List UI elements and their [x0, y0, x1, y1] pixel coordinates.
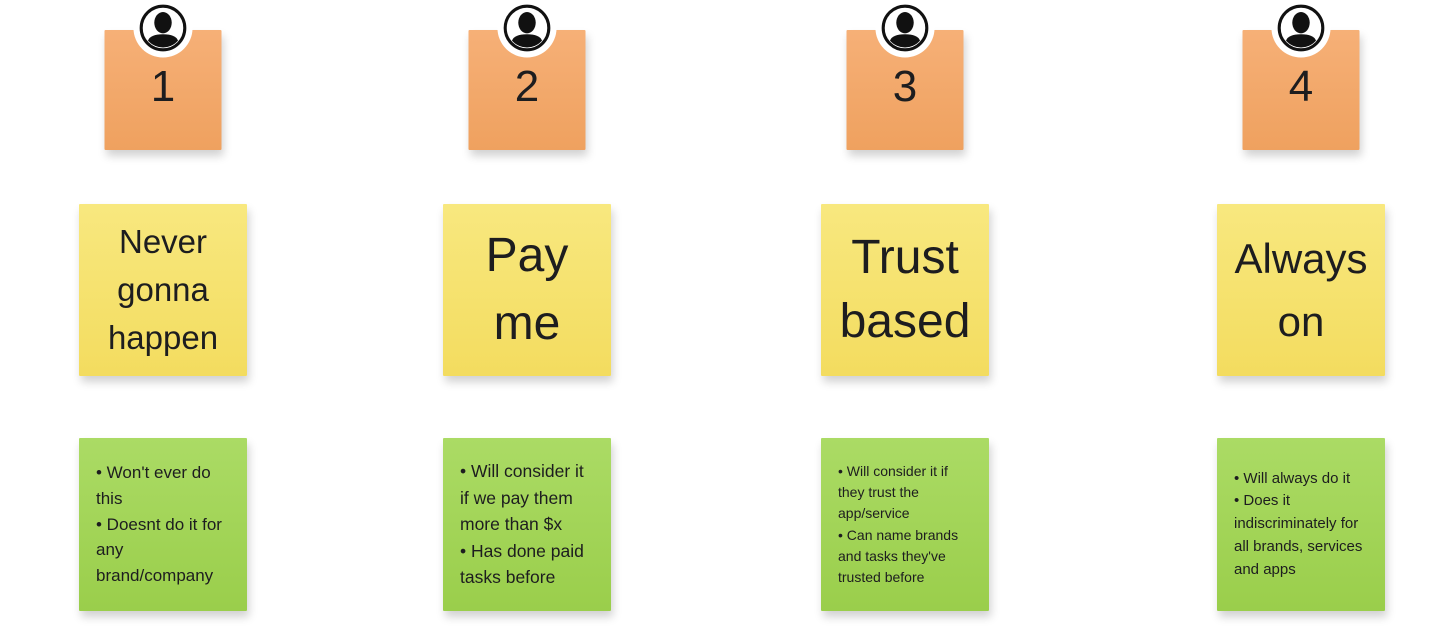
persona-column-2: 2 Pay me • Will consider it if we pay th…	[443, 0, 611, 637]
bullet-line: • Does it indiscriminately for all brand…	[1234, 492, 1363, 578]
sticky-note-title[interactable]: Always on	[1217, 204, 1385, 376]
note-number-label: 4	[1288, 62, 1314, 111]
sticky-note-number[interactable]: 2	[468, 30, 586, 150]
person-avatar-icon	[874, 0, 936, 59]
sticky-note-details[interactable]: • Will consider it if they trust the app…	[821, 438, 989, 611]
bullet-line: • Will consider it if we pay them more t…	[460, 461, 584, 535]
bullet-line: • Will always do it	[1234, 469, 1351, 487]
bullet-line: • Has done paid tasks before	[460, 540, 584, 588]
bullet-line: • Will consider it if they trust the app…	[838, 462, 948, 522]
sticky-note-title[interactable]: Trust based	[821, 204, 989, 376]
person-avatar-icon	[132, 0, 194, 59]
sticky-note-title[interactable]: Pay me	[443, 204, 611, 376]
bullet-line: • Doesnt do it for any brand/company	[96, 514, 222, 586]
persona-column-3: 3 Trust based • Will consider it if they…	[821, 0, 989, 637]
bullet-line: • Can name brands and tasks they've trus…	[838, 526, 959, 586]
note-title-label: Always on	[1234, 235, 1368, 345]
sticky-note-title[interactable]: Never gonna happen	[79, 204, 247, 376]
sticky-note-details[interactable]: • Won't ever do this • Doesnt do it for …	[79, 438, 247, 611]
note-number-label: 3	[892, 62, 918, 111]
person-avatar-icon	[1270, 0, 1332, 59]
note-title-label: Pay me	[485, 228, 569, 350]
note-title-label: Trust based	[839, 231, 971, 348]
note-number-label: 1	[150, 62, 176, 111]
person-avatar-icon	[496, 0, 558, 59]
persona-column-1: 1 Never gonna happen • Won't ever do thi…	[79, 0, 247, 637]
sticky-note-number[interactable]: 4	[1242, 30, 1360, 150]
persona-column-4: 4 Always on • Will always do it • Does i…	[1217, 0, 1385, 637]
sticky-note-details[interactable]: • Will consider it if we pay them more t…	[443, 438, 611, 611]
note-title-label: Never gonna happen	[107, 223, 219, 356]
sticky-note-details[interactable]: • Will always do it • Does it indiscrimi…	[1217, 438, 1385, 611]
bullet-line: • Won't ever do this	[96, 462, 211, 508]
note-number-label: 2	[514, 62, 540, 111]
